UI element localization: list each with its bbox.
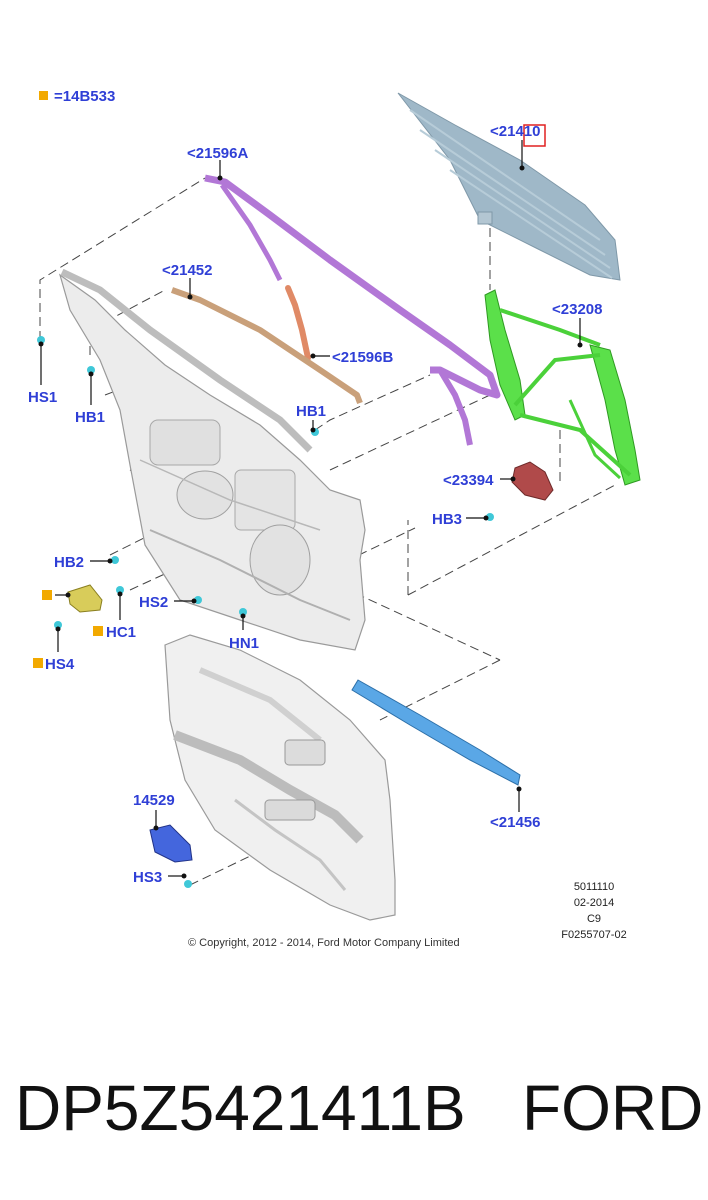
run-channel (285, 285, 311, 361)
marker-bracket (42, 590, 52, 600)
callout-hc1: HC1 (106, 624, 136, 641)
legend-marker (39, 91, 48, 100)
callout-hb2: HB2 (54, 554, 84, 571)
door-inner-panel (58, 268, 366, 651)
info-line-1: 5011110 (574, 881, 614, 893)
callout-21596b: <21596B (332, 349, 393, 366)
callout-23394: <23394 (443, 472, 494, 489)
clip-hc1 (116, 586, 124, 594)
callout-21410: <21410 (490, 123, 540, 140)
belt-molding (170, 287, 363, 405)
marker-hs4 (33, 658, 43, 668)
leader-lines (38, 140, 583, 879)
callout-21456: <21456 (490, 814, 540, 831)
window-regulator (484, 289, 641, 486)
info-line-4: F0255707-02 (561, 929, 626, 941)
callout-hs2: HS2 (139, 594, 168, 611)
callout-hb1-mid: HB1 (296, 403, 326, 420)
clip-hs1 (37, 336, 45, 344)
inner-belt-seal (351, 679, 521, 786)
info-line-3: C9 (587, 913, 601, 925)
door-trim-panel (164, 634, 396, 921)
callout-hb3: HB3 (432, 511, 462, 528)
highlight-box (523, 124, 546, 147)
clip-hb1-left (87, 366, 95, 374)
window-motor (511, 461, 554, 501)
clip-hb2 (111, 556, 119, 564)
callout-hs1: HS1 (28, 389, 57, 406)
info-line-2: 02-2014 (574, 897, 614, 909)
clip-hs4 (54, 621, 62, 629)
callout-hb1-left: HB1 (75, 409, 105, 426)
callout-23208: <23208 (552, 301, 602, 318)
clip-hs3 (184, 880, 192, 888)
bracket-14b533 (67, 584, 103, 613)
callout-hs4: HS4 (45, 656, 75, 673)
callout-14529: 14529 (133, 792, 175, 809)
clip-hn1 (239, 608, 247, 616)
glass-run-weatherstrip (204, 174, 501, 446)
callout-hn1: HN1 (229, 635, 259, 652)
door-glass (397, 92, 621, 281)
callout-hs3: HS3 (133, 869, 162, 886)
part-number: DP5Z5421411B (15, 1072, 466, 1144)
legend-code: =14B533 (54, 88, 115, 105)
window-switch (149, 824, 193, 863)
copyright-notice: © Copyright, 2012 - 2014, Ford Motor Com… (188, 937, 460, 949)
callout-21596a: <21596A (187, 145, 248, 162)
brand-name: FORD (522, 1072, 703, 1144)
marker-hc1 (93, 626, 103, 636)
callout-21452: <21452 (162, 262, 212, 279)
